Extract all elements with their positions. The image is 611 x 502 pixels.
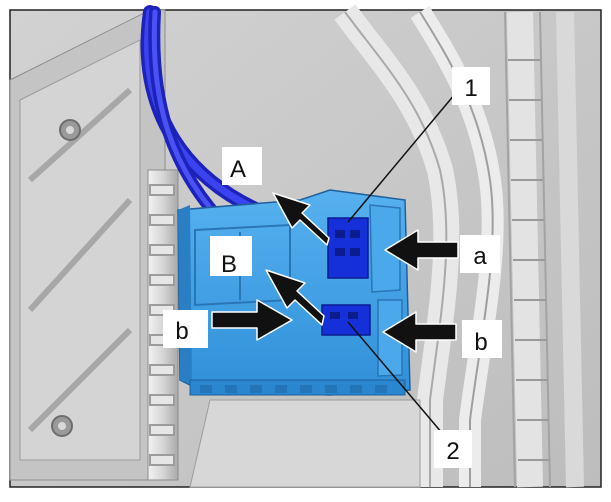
arrow-icon [384, 229, 459, 271]
callout-A: A [222, 147, 262, 185]
callout-2: 2 [434, 430, 472, 468]
callout-a: a [460, 235, 500, 273]
bottom-plate [189, 399, 421, 488]
arrow-icon [211, 299, 293, 341]
callout-b-right: b [462, 320, 502, 358]
leader-line-2 [347, 321, 449, 441]
callout-B-label: B [221, 251, 237, 278]
left-bracket [9, 9, 166, 481]
callout-2-label: 2 [446, 438, 459, 465]
callout-1: 1 [452, 67, 490, 105]
callout-b-left: b [163, 310, 208, 348]
callout-a-label: a [473, 243, 487, 270]
callout-b-left-label: b [175, 318, 188, 345]
connector-2-body [321, 304, 371, 336]
arrow-icon [382, 311, 457, 353]
callout-b-right-label: b [474, 329, 487, 356]
connector-1-body [327, 217, 369, 279]
callout-1-label: 1 [464, 75, 477, 102]
callout-B: B [210, 236, 252, 278]
leader-line-1 [347, 87, 461, 223]
arrow-icon [265, 269, 325, 326]
arrow-icon [272, 192, 330, 246]
right-rails [334, 4, 584, 488]
callout-A-label: A [230, 156, 246, 183]
